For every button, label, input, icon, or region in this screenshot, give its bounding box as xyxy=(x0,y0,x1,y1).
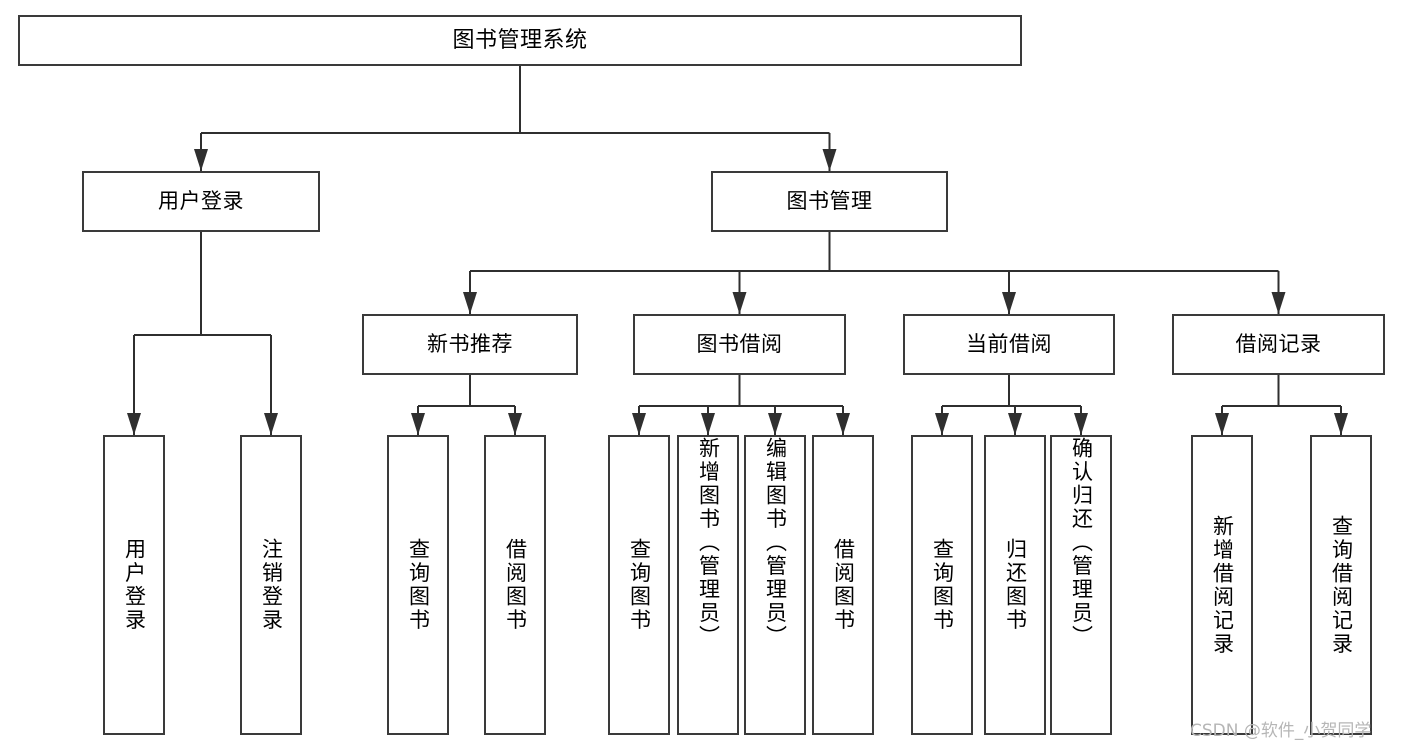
node-leaf-query-book-1[interactable]: 查询图书 xyxy=(387,435,449,735)
node-new-book-recommend-label: 新书推荐 xyxy=(427,332,513,357)
node-leaf-return-book[interactable]: 归还图书 xyxy=(984,435,1046,735)
node-leaf-confirm-return-label: 确认归还（管理员） xyxy=(1069,437,1094,649)
node-leaf-add-borrow-record[interactable]: 新增借阅记录 xyxy=(1191,435,1253,735)
node-leaf-user-login[interactable]: 用户登录 xyxy=(103,435,165,735)
node-new-book-recommend[interactable]: 新书推荐 xyxy=(362,314,578,375)
node-book-borrow-label: 图书借阅 xyxy=(696,332,783,357)
node-user-login-label: 用户登录 xyxy=(158,189,244,214)
node-leaf-add-borrow-record-label: 新增借阅记录 xyxy=(1210,514,1235,656)
node-leaf-edit-book-label: 编辑图书（管理员） xyxy=(763,437,788,649)
node-leaf-query-borrow-record-label: 查询借阅记录 xyxy=(1329,514,1354,656)
node-leaf-borrow-book-2[interactable]: 借阅图书 xyxy=(812,435,874,735)
node-current-borrow[interactable]: 当前借阅 xyxy=(903,314,1115,375)
node-leaf-user-login-label: 用户登录 xyxy=(122,538,147,632)
node-book-manage[interactable]: 图书管理 xyxy=(711,171,948,232)
node-leaf-query-book-2[interactable]: 查询图书 xyxy=(608,435,670,735)
node-leaf-confirm-return[interactable]: 确认归还（管理员） xyxy=(1050,435,1112,735)
node-leaf-borrow-book-1-label: 借阅图书 xyxy=(503,538,528,632)
node-leaf-query-book-1-label: 查询图书 xyxy=(406,538,431,632)
node-leaf-edit-book[interactable]: 编辑图书（管理员） xyxy=(744,435,806,735)
node-current-borrow-label: 当前借阅 xyxy=(966,332,1052,357)
node-leaf-user-logout[interactable]: 注销登录 xyxy=(240,435,302,735)
node-leaf-query-book-2-label: 查询图书 xyxy=(627,538,652,632)
node-borrow-record[interactable]: 借阅记录 xyxy=(1172,314,1385,375)
node-leaf-user-logout-label: 注销登录 xyxy=(259,538,284,632)
node-borrow-record-label: 借阅记录 xyxy=(1235,332,1322,357)
node-leaf-add-book-label: 新增图书（管理员） xyxy=(696,437,721,649)
node-root[interactable]: 图书管理系统 xyxy=(18,15,1022,66)
node-book-borrow[interactable]: 图书借阅 xyxy=(633,314,846,375)
node-leaf-borrow-book-2-label: 借阅图书 xyxy=(831,538,856,632)
node-leaf-return-book-label: 归还图书 xyxy=(1003,538,1028,632)
node-leaf-query-book-3-label: 查询图书 xyxy=(930,538,955,632)
node-book-manage-label: 图书管理 xyxy=(786,189,873,214)
node-user-login[interactable]: 用户登录 xyxy=(82,171,320,232)
csdn-watermark: CSDN @软件_小贺同学 xyxy=(1190,721,1372,741)
node-leaf-query-borrow-record[interactable]: 查询借阅记录 xyxy=(1310,435,1372,735)
node-leaf-add-book[interactable]: 新增图书（管理员） xyxy=(677,435,739,735)
node-leaf-query-book-3[interactable]: 查询图书 xyxy=(911,435,973,735)
node-leaf-borrow-book-1[interactable]: 借阅图书 xyxy=(484,435,546,735)
node-root-label: 图书管理系统 xyxy=(452,27,588,53)
